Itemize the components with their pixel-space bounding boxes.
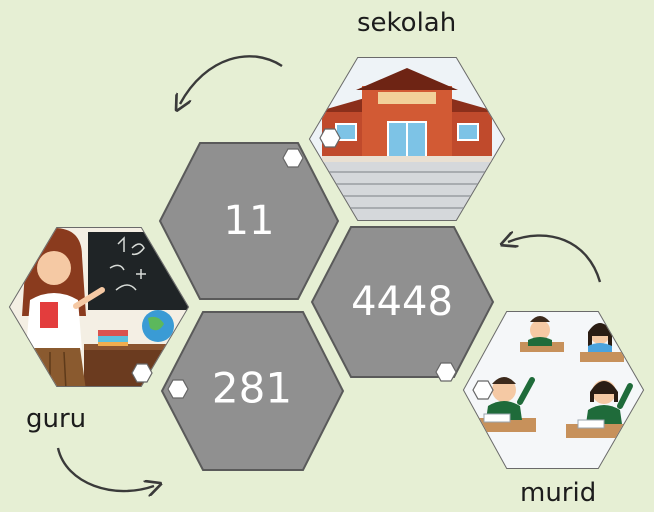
students-label: murid: [520, 478, 597, 508]
teachers-count-hexagon: [158, 142, 340, 300]
corner-marker: [167, 379, 189, 399]
students-count: 4448: [351, 279, 453, 325]
teacher-icon: [8, 227, 190, 387]
teacher-label: guru: [26, 404, 87, 434]
curved-arrow-icon: [56, 447, 154, 491]
corner-marker: [131, 363, 153, 383]
corner-marker: [319, 128, 341, 148]
teachers-count: 11: [223, 198, 275, 244]
corner-marker: [472, 380, 494, 400]
classes-count-hexagon: [160, 311, 345, 471]
school-label: sekolah: [357, 8, 457, 38]
corner-marker: [282, 148, 304, 168]
corner-marker: [435, 362, 457, 382]
students-classroom-icon: [462, 311, 645, 469]
curved-arrow-icon: [508, 236, 602, 283]
students-count-hexagon: [310, 226, 495, 378]
curved-arrow-icon: [180, 55, 283, 104]
classes-count: 281: [211, 363, 293, 413]
